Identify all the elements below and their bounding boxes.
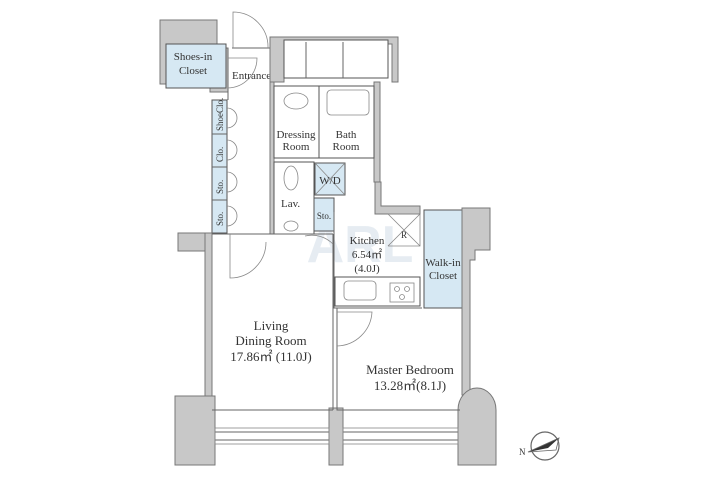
walk-in-closet: Walk-in Closet [423, 209, 464, 309]
svg-text:N: N [519, 447, 526, 457]
svg-text:W/D: W/D [319, 175, 340, 187]
svg-text:Master Bedroom: Master Bedroom [366, 362, 454, 377]
svg-text:Dressing: Dressing [276, 129, 316, 141]
refrigerator: R [387, 213, 421, 247]
svg-text:Living: Living [254, 318, 289, 333]
svg-text:(4.0J): (4.0J) [354, 263, 380, 275]
svg-text:Kitchen: Kitchen [350, 235, 385, 247]
svg-text:Dining Room: Dining Room [235, 333, 306, 348]
svg-text:13.28㎡(8.1J): 13.28㎡(8.1J) [374, 378, 446, 393]
master-bedroom: Master Bedroom 13.28㎡(8.1J) [336, 308, 460, 411]
svg-text:Walk-in: Walk-in [425, 257, 461, 269]
kitchen: Kitchen 6.54㎡ (4.0J) [333, 212, 422, 309]
svg-text:17.86㎡ (11.0J): 17.86㎡ (11.0J) [230, 349, 312, 364]
svg-text:Lav.: Lav. [281, 198, 300, 210]
svg-text:Entrance: Entrance [232, 70, 271, 82]
entrance: Entrance [227, 11, 271, 100]
left-storage-column: ShoeClo. Clo. Sto. Sto. [211, 98, 238, 234]
dressing-room: Dressing Room [273, 85, 320, 159]
storage-small: Sto. [313, 197, 335, 232]
windows [214, 427, 459, 445]
shoes-in-closet: Shoes-in Closet [159, 19, 229, 93]
svg-text:6.54㎡: 6.54㎡ [352, 248, 382, 261]
living-dining-room: Living Dining Room 17.86㎡ (11.0J) [212, 233, 334, 411]
svg-text:Closet: Closet [429, 270, 457, 282]
top-storage [269, 36, 399, 83]
svg-text:Closet: Closet [179, 65, 207, 77]
svg-text:ShoeClo.: ShoeClo. [215, 98, 225, 131]
svg-text:Bath: Bath [336, 129, 357, 141]
compass-icon: N [519, 431, 560, 461]
entrance-door[interactable] [233, 12, 269, 48]
svg-text:Sto.: Sto. [215, 180, 225, 194]
outer-walls [174, 207, 497, 466]
svg-text:Clo.: Clo. [215, 147, 225, 162]
washer-dryer: W/D [314, 162, 346, 196]
svg-text:Sto.: Sto. [215, 212, 225, 226]
svg-text:Room: Room [283, 141, 310, 153]
bath-room: Bath Room [318, 85, 375, 159]
svg-text:Sto.: Sto. [317, 211, 331, 221]
svg-text:Shoes-in: Shoes-in [174, 51, 213, 63]
svg-text:Room: Room [333, 141, 360, 153]
svg-text:R: R [401, 230, 407, 240]
lavatory: Lav. [273, 161, 315, 235]
